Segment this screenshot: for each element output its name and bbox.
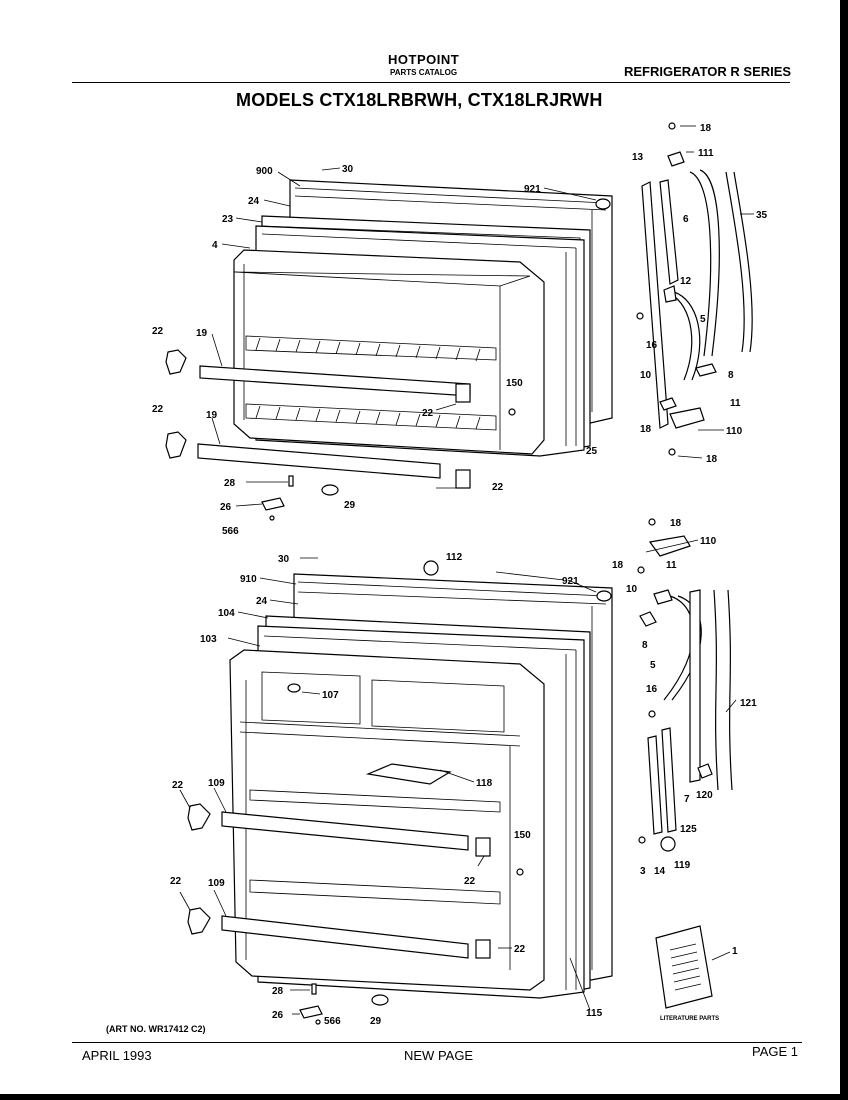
callout-16b: 16 xyxy=(646,684,658,695)
brand-name: HOTPOINT xyxy=(388,52,460,67)
callout-29: 29 xyxy=(344,500,356,511)
callout-150b: 150 xyxy=(514,830,531,841)
upper-hinge-hardware xyxy=(636,122,753,456)
callout-22e: 22 xyxy=(172,780,184,791)
callout-22f: 22 xyxy=(464,876,476,887)
callout-109b: 109 xyxy=(208,878,225,889)
fresh-food-door-assembly xyxy=(187,560,613,1025)
series-label: REFRIGERATOR R SERIES xyxy=(624,64,792,79)
header-rule xyxy=(72,82,790,83)
callout-5b: 5 xyxy=(650,660,656,671)
callout-8: 8 xyxy=(728,370,734,381)
callout-110: 110 xyxy=(726,426,743,437)
callout-107: 107 xyxy=(322,690,339,701)
callout-121: 121 xyxy=(740,698,757,709)
callout-19b: 19 xyxy=(206,410,218,421)
callout-18e: 18 xyxy=(612,560,624,571)
callout-18d: 18 xyxy=(670,518,682,529)
callout-16: 16 xyxy=(646,340,658,351)
footer-page-number: PAGE 1 xyxy=(752,1044,799,1059)
callout-3: 3 xyxy=(640,866,646,877)
callout-22g: 22 xyxy=(170,876,182,887)
callout-12: 12 xyxy=(680,276,692,287)
callout-7: 7 xyxy=(684,794,690,805)
callout-26b: 26 xyxy=(272,1010,284,1021)
footer-date: APRIL 1993 xyxy=(82,1048,152,1063)
callout-22b: 22 xyxy=(422,408,434,419)
callout-28b: 28 xyxy=(272,986,284,997)
literature-booklet xyxy=(655,925,713,1009)
callout-5: 5 xyxy=(700,314,706,325)
callout-109a: 109 xyxy=(208,778,225,789)
callout-1: 1 xyxy=(732,946,738,957)
callout-11: 11 xyxy=(730,398,741,409)
footer-new-page: NEW PAGE xyxy=(404,1048,474,1063)
upper-callouts: 18 111 13 12 6 35 5 16 10 8 11 18 110 18… xyxy=(152,123,768,537)
lower-hinge-hardware xyxy=(637,518,733,852)
callout-120: 120 xyxy=(696,790,713,801)
leader-lines xyxy=(179,125,754,1015)
callout-26: 26 xyxy=(220,502,232,513)
callout-119: 119 xyxy=(674,860,691,871)
scan-border-bottom xyxy=(0,1094,848,1100)
callout-118: 118 xyxy=(476,778,493,789)
page-title: MODELS CTX18LRBRWH, CTX18LRJRWH xyxy=(236,90,603,110)
callout-30: 30 xyxy=(342,164,354,175)
art-number: (ART NO. WR17412 C2) xyxy=(106,1024,206,1034)
callout-921b: 921 xyxy=(562,576,579,587)
callout-22h: 22 xyxy=(514,944,526,955)
callout-150: 150 xyxy=(506,378,523,389)
footer-rule xyxy=(72,1042,802,1043)
callout-921: 921 xyxy=(524,184,541,195)
callout-103: 103 xyxy=(200,634,217,645)
callout-29b: 29 xyxy=(370,1016,382,1027)
callout-8b: 8 xyxy=(642,640,648,651)
callout-24b: 24 xyxy=(256,596,268,607)
callout-125: 125 xyxy=(680,824,697,835)
callout-22d: 22 xyxy=(492,482,504,493)
callout-23: 23 xyxy=(222,214,234,225)
callout-28: 28 xyxy=(224,478,236,489)
callout-110b: 110 xyxy=(700,536,717,547)
callout-566: 566 xyxy=(222,526,239,537)
callout-910: 910 xyxy=(240,574,257,585)
scan-border-right xyxy=(840,0,848,1100)
callout-25: 25 xyxy=(586,446,598,457)
callout-13: 13 xyxy=(632,152,644,163)
callout-115: 115 xyxy=(586,1008,603,1019)
callout-111: 111 xyxy=(698,148,714,159)
catalog-label: PARTS CATALOG xyxy=(390,68,458,77)
callout-18b: 18 xyxy=(640,424,652,435)
callout-566b: 566 xyxy=(324,1016,341,1027)
callout-22a: 22 xyxy=(152,326,164,337)
callout-10: 10 xyxy=(640,370,652,381)
callout-4: 4 xyxy=(212,240,218,251)
literature-label: LITERATURE PARTS xyxy=(660,1016,719,1022)
callout-6: 6 xyxy=(683,214,689,225)
callout-19a: 19 xyxy=(196,328,208,339)
callout-14: 14 xyxy=(654,866,666,877)
callout-22c: 22 xyxy=(152,404,164,415)
callout-112: 112 xyxy=(446,552,463,563)
callout-35: 35 xyxy=(756,210,768,221)
lower-callouts: 18 110 18 11 10 8 5 16 121 7 120 125 3 1… xyxy=(170,518,757,1027)
callout-10b: 10 xyxy=(626,584,638,595)
callout-11b: 11 xyxy=(666,560,677,571)
freezer-door-assembly xyxy=(165,179,613,521)
callout-104: 104 xyxy=(218,608,235,619)
callout-18c: 18 xyxy=(706,454,718,465)
callout-30b: 30 xyxy=(278,554,290,565)
callout-18: 18 xyxy=(700,123,712,134)
callout-900: 900 xyxy=(256,166,273,177)
callout-24: 24 xyxy=(248,196,260,207)
